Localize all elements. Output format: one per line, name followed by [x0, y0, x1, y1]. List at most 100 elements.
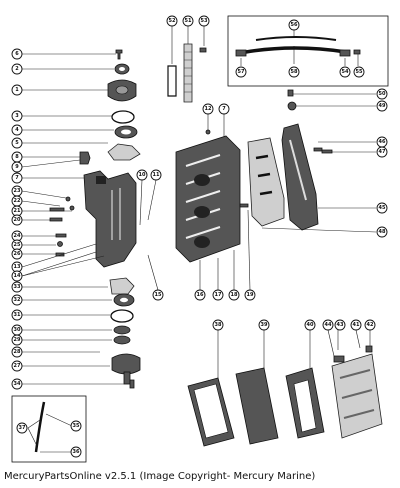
callout-48: 48 — [376, 226, 388, 238]
lower-end-cap-part — [111, 353, 141, 375]
filter-part — [183, 43, 193, 103]
screw-part — [115, 49, 123, 60]
callout-label: 16 — [197, 292, 204, 298]
callout-label: 33 — [14, 284, 21, 290]
callout-35: 35 — [70, 420, 82, 432]
callout-label: 37 — [19, 425, 26, 431]
callout-5: 5 — [11, 137, 23, 149]
callout-31: 31 — [11, 309, 23, 321]
fuel-hose-part — [245, 46, 347, 54]
callout-label: 7 — [222, 106, 226, 112]
callout-label: 43 — [337, 322, 344, 328]
callout-label: 10 — [139, 172, 146, 178]
callout-18: 18 — [228, 289, 240, 301]
callout-9: 9 — [11, 161, 23, 173]
callout-label: 49 — [379, 103, 386, 109]
callout-28: 28 — [11, 346, 23, 358]
callout-42: 42 — [364, 319, 376, 331]
callout-12: 12 — [202, 103, 214, 115]
o-ring-part — [111, 110, 135, 124]
callout-label: 24 — [14, 233, 21, 239]
callout-32: 32 — [11, 294, 23, 306]
head-gasket-part — [247, 137, 285, 227]
callout-label: 22 — [14, 198, 21, 204]
callout-11: 11 — [150, 169, 162, 181]
callout-43: 43 — [334, 319, 346, 331]
callout-23: 23 — [11, 185, 23, 197]
callout-53: 53 — [198, 15, 210, 27]
callout-7: 7 — [11, 172, 23, 184]
callout-40: 40 — [304, 319, 316, 331]
callout-29: 29 — [11, 334, 23, 346]
callout-21: 21 — [11, 205, 23, 217]
callout-25: 25 — [11, 239, 23, 251]
callout-58: 58 — [288, 66, 300, 78]
water-tube-part — [34, 401, 46, 453]
callout-label: 27 — [14, 363, 21, 369]
callout-41: 41 — [350, 319, 362, 331]
callout-36: 36 — [70, 446, 82, 458]
callout-26: 26 — [11, 248, 23, 260]
callout-label: 13 — [14, 264, 21, 270]
right-parts — [239, 89, 377, 233]
callout-3: 3 — [11, 110, 23, 122]
callout-label: 4 — [15, 127, 19, 133]
callout-label: 17 — [215, 292, 222, 298]
hose-inset-box — [227, 15, 389, 87]
callout-label: 42 — [367, 322, 374, 328]
callout-15: 15 — [152, 289, 164, 301]
callout-label: 46 — [379, 139, 386, 145]
callout-6: 6 — [11, 48, 23, 60]
callout-label: 47 — [379, 149, 386, 155]
callout-label: 55 — [356, 69, 363, 75]
gasket-part — [109, 277, 135, 295]
callout-label: 3 — [15, 113, 19, 119]
callout-45: 45 — [376, 202, 388, 214]
callout-label: 14 — [14, 273, 21, 279]
callout-label: 44 — [325, 322, 332, 328]
callout-label: 19 — [247, 292, 254, 298]
callout-label: 54 — [342, 69, 349, 75]
callout-17: 17 — [212, 289, 224, 301]
callout-label: 53 — [201, 18, 208, 24]
callout-50: 50 — [376, 88, 388, 100]
callout-label: 51 — [185, 18, 192, 24]
callout-label: 31 — [14, 312, 21, 318]
callout-label: 18 — [231, 292, 238, 298]
callout-39: 39 — [258, 319, 270, 331]
top-center-parts — [167, 15, 389, 103]
cylinder-block-group — [139, 114, 319, 291]
callout-label: 15 — [155, 292, 162, 298]
callout-1: 1 — [11, 84, 23, 96]
callout-38: 38 — [212, 319, 224, 331]
callout-24: 24 — [11, 230, 23, 242]
callout-label: 41 — [353, 322, 360, 328]
callout-label: 35 — [73, 423, 80, 429]
callout-label: 25 — [14, 242, 21, 248]
hose-inset-box-lower — [11, 395, 87, 463]
callout-10: 10 — [136, 169, 148, 181]
callout-label: 7 — [15, 175, 19, 181]
callout-label: 30 — [14, 327, 21, 333]
callout-56-top: 56 — [288, 19, 300, 31]
left-parts-column — [21, 49, 141, 389]
callout-19: 19 — [244, 289, 256, 301]
callout-layer: 6 2 1 3 4 5 8 9 7 23 22 21 20 24 25 26 1… — [11, 15, 388, 458]
callout-37: 37 — [16, 422, 28, 434]
callout-label: 58 — [291, 69, 298, 75]
bottom-plates — [11, 329, 383, 463]
callout-label: 40 — [307, 322, 314, 328]
callout-label: 34 — [14, 381, 21, 387]
bracket-part — [167, 65, 177, 97]
callout-label: 50 — [379, 91, 386, 97]
callout-49: 49 — [376, 100, 388, 112]
callout-label: 6 — [15, 51, 19, 57]
callout-label: 21 — [14, 208, 21, 214]
callout-16: 16 — [194, 289, 206, 301]
callout-55: 55 — [353, 66, 365, 78]
callout-44: 44 — [322, 319, 334, 331]
callout-label: 38 — [215, 322, 222, 328]
callout-label: 2 — [15, 66, 19, 72]
callout-label: 57 — [238, 69, 245, 75]
callout-20: 20 — [11, 214, 23, 226]
